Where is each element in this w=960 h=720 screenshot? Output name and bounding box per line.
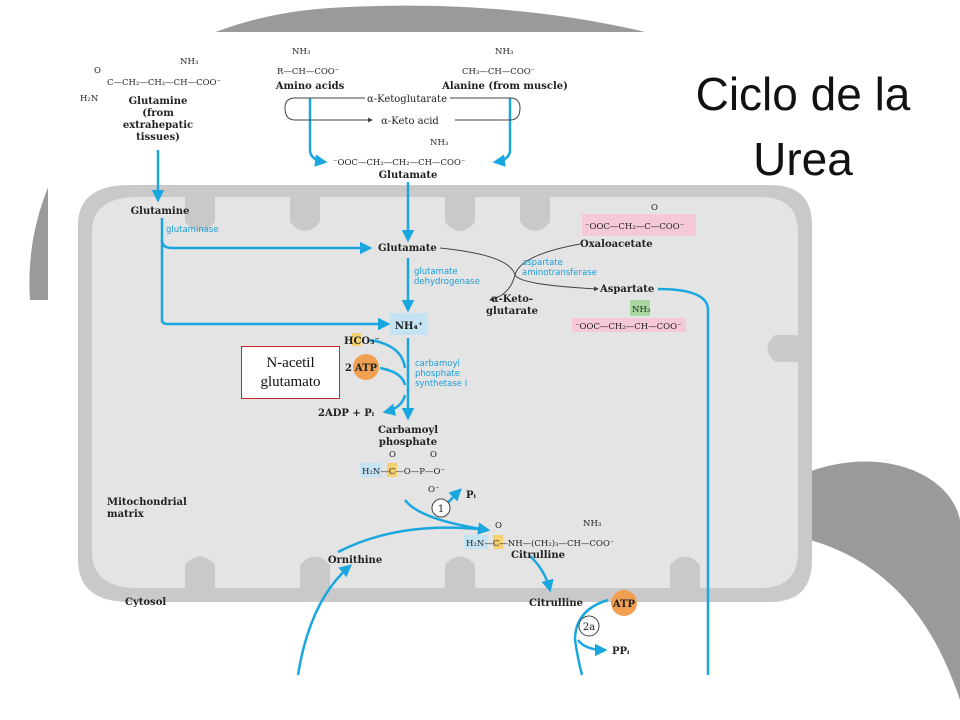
label-ppi: PPᵢ	[612, 646, 630, 657]
cit-o: O	[495, 521, 502, 531]
page-title-line2: Urea	[753, 133, 853, 185]
label-glutamate-mito: Glutamate	[378, 243, 437, 254]
label-glutamate-top: Glutamate	[379, 170, 438, 181]
label-citrulline-cyto: Citrulline	[529, 598, 583, 609]
label-cps-3: synthetase I	[415, 379, 467, 389]
label-glutamine-from: (from	[142, 108, 174, 119]
label-nh4: NH₄⁺	[395, 321, 423, 332]
label-atp-2: ATP	[612, 599, 636, 610]
cp-o2: O	[430, 450, 437, 460]
glutamine-o: O	[94, 66, 101, 76]
ala-chain: CH₃—CH—COO⁻	[462, 67, 535, 77]
label-carbamoyl-2: phosphate	[379, 437, 437, 448]
label-atp-1: ATP	[354, 363, 378, 374]
label-glu-dh-2: dehydrogenase	[414, 277, 480, 287]
citrulline-h2n-box	[464, 535, 488, 549]
label-two: 2	[345, 363, 352, 374]
oxaloacetate-structure-box	[582, 214, 696, 236]
label-pi: Pᵢ	[466, 490, 477, 501]
asp-nh3: NH₃	[632, 305, 650, 315]
label-a-ketoglutarate: α-Ketoglutarate	[367, 94, 447, 105]
aa-nh3: NH₃	[292, 47, 310, 57]
cp-o1: O	[389, 450, 396, 460]
label-glutamine-mito: Glutamine	[131, 206, 190, 217]
arrow-ppi	[576, 639, 608, 657]
glu-chain: ⁻OOC—CH₂—CH₂—CH—COO⁻	[333, 158, 465, 168]
atp-circle-1	[353, 354, 379, 380]
step-1-circle	[431, 498, 451, 518]
asp-chain: ⁻OOC—CH₂—CH—COO⁻	[575, 322, 682, 332]
arrow-atp	[379, 366, 407, 386]
arrow-amino-acids	[308, 98, 328, 167]
arrow-alanine	[492, 98, 512, 167]
label-mito-matrix-2: matrix	[107, 509, 145, 520]
atp-circle-2	[611, 590, 637, 616]
label-cps-1: carbamoyl	[415, 359, 460, 369]
citrulline-c-box	[493, 535, 503, 549]
aa-chain: R—CH—COO⁻	[277, 67, 339, 77]
oaa-chain: ⁻OOC—CH₂—C—COO⁻	[585, 222, 684, 232]
carbamoyl-h2n-box	[360, 463, 382, 477]
arrow-atp-2a	[573, 598, 609, 676]
glutamine-chain: C—CH₂—CH₂—CH—COO⁻	[107, 78, 221, 88]
arrow-glutaminase	[160, 239, 373, 255]
label-step-2a: 2a	[583, 622, 595, 633]
label-step-1: 1	[438, 504, 444, 515]
nh4-box	[390, 313, 428, 335]
label-oxaloacetate: Oxaloacetate	[580, 239, 653, 250]
oaa-o: O	[651, 203, 658, 213]
mitochondrion-matrix	[92, 197, 798, 588]
label-a-keto-acid: α-Keto acid	[381, 116, 439, 127]
aspartate-nh3-box	[630, 300, 650, 316]
label-a-keto-2-line2: glutarate	[486, 306, 538, 317]
glu-nh3: NH₃	[430, 138, 448, 148]
label-asp-amino-1: aspartate	[522, 258, 563, 268]
arrow-ketoglutarate-loop	[284, 97, 373, 123]
cit-nh3: NH₃	[583, 519, 601, 529]
glutamine-nh3: NH₃	[180, 57, 198, 67]
label-hco3: HCO₃⁻	[344, 336, 380, 347]
label-ornithine: Ornithine	[328, 555, 382, 566]
label-a-keto-2-line1: α-Keto-	[491, 294, 533, 305]
glutamine-h2n: H₂N	[80, 94, 99, 104]
label-adp-pi: 2ADP + Pᵢ	[318, 408, 375, 419]
arrow-ornithine-in	[337, 526, 489, 554]
label-citrulline-mito: Citrulline	[511, 550, 565, 561]
label-glutamine-extrahepatic: extrahepatic	[123, 120, 193, 131]
pathway-arrows	[151, 98, 710, 676]
ala-nh3: NH₃	[495, 47, 513, 57]
decorative-swoosh-right	[790, 461, 960, 700]
arrow-glutamine-to-nh4	[160, 218, 391, 331]
n-acetylglutamate-note: N-acetil glutamato	[241, 346, 340, 399]
label-carbamoyl-1: Carbamoyl	[378, 425, 438, 436]
arrow-aspartate-out	[657, 287, 710, 675]
label-glutamine-top: Glutamine	[129, 96, 188, 107]
label-alanine: Alanine (from muscle)	[441, 81, 568, 92]
label-mito-matrix-1: Mitochondrial	[107, 497, 187, 508]
hco3-c-box	[352, 333, 361, 346]
aspartate-structure-box	[572, 318, 686, 332]
arrow-ornithine-from-cytosol	[296, 564, 352, 676]
label-amino-acids: Amino acids	[275, 81, 345, 92]
label-glu-dh-1: glutamate	[414, 267, 458, 277]
label-aspartate: Aspartate	[599, 284, 654, 295]
arrow-oaa-to-asp	[514, 243, 599, 292]
carbamoyl-c-box	[387, 463, 397, 477]
label-glutaminase: glutaminase	[166, 225, 219, 235]
cp-o3: O⁻	[428, 485, 439, 495]
label-glutamine-tissues: tissues)	[136, 132, 180, 143]
cit-chain: H₂N—C—NH—(CH₂)₃—CH—COO⁻	[466, 538, 614, 549]
arrow-citrulline-out	[529, 555, 554, 593]
reaction-arrows	[284, 97, 599, 302]
page-title: Ciclo de la	[696, 68, 911, 120]
arrow-hco3	[369, 338, 407, 369]
label-asp-amino-2: aminotransferase	[522, 268, 597, 278]
label-cytosol: Cytosol	[125, 597, 166, 608]
arrow-adp	[382, 394, 407, 416]
cp-chain: H₂N—C—O—P—O⁻	[362, 467, 445, 477]
label-cps-2: phosphate	[415, 369, 460, 379]
step-2a-circle	[578, 615, 600, 637]
arrow-ketoacid-loop	[450, 97, 521, 121]
